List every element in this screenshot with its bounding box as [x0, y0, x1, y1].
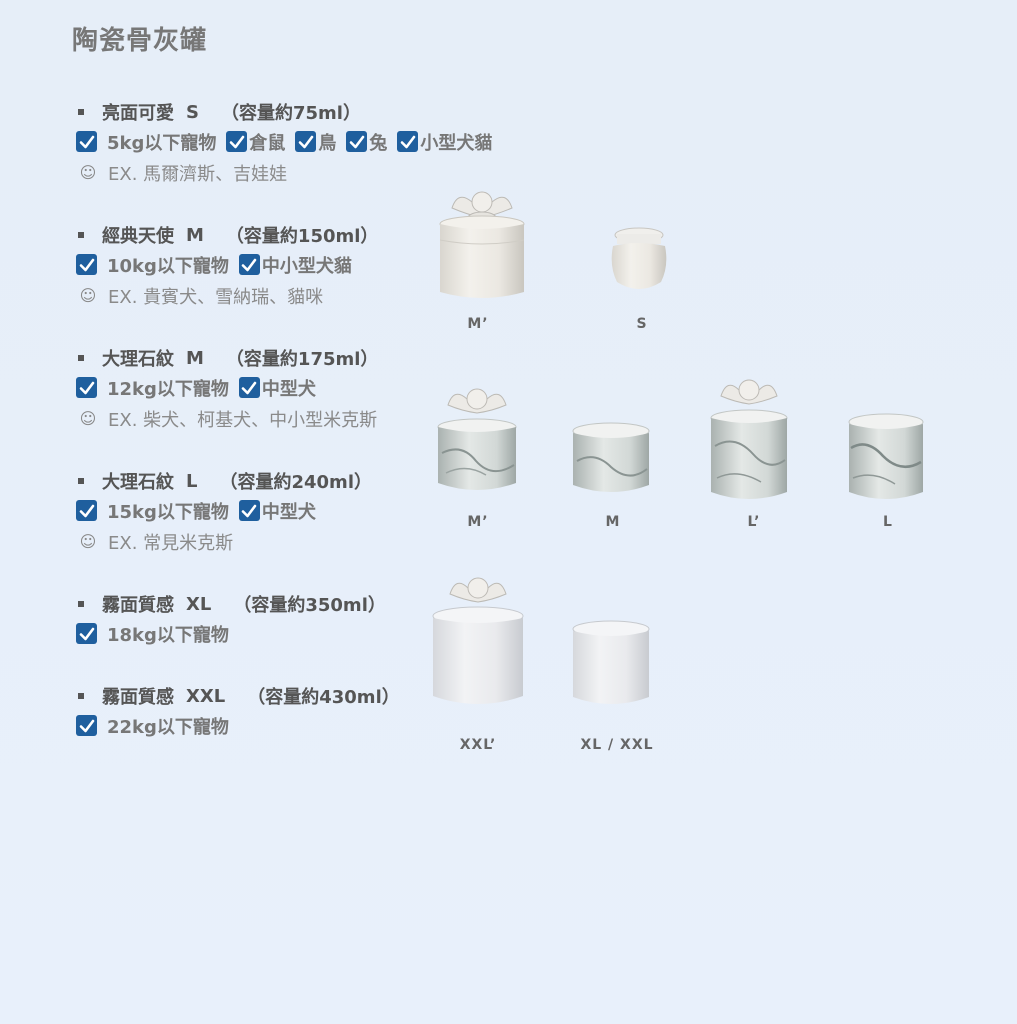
tag: 12kg以下寵物 — [76, 375, 229, 401]
checkbox-checked-icon — [226, 131, 248, 152]
product-size: S — [186, 101, 199, 123]
checkbox-checked-icon — [238, 254, 260, 275]
product-name: 霧面質感 — [102, 687, 174, 708]
page-title: 陶瓷骨灰罐 — [72, 26, 208, 56]
jar-caption: L — [883, 514, 893, 530]
example-text: EX. 馬爾濟斯、吉娃娃 — [108, 163, 288, 185]
jar-image — [847, 412, 925, 504]
tag: 中型犬 — [238, 375, 316, 401]
smile-icon: ☺ — [79, 163, 97, 182]
jar-caption: S — [636, 316, 648, 332]
bullet-icon — [78, 693, 84, 699]
jar-image — [607, 226, 671, 294]
checkbox-checked-icon — [295, 131, 317, 152]
checkbox-checked-icon — [397, 131, 419, 152]
jar-image — [436, 383, 518, 495]
checkbox-checked-icon — [76, 254, 97, 275]
jar-caption: XXL’ — [459, 737, 497, 753]
tag-row: 5kg以下寵物 倉鼠 鳥 兔 小型犬貓 — [76, 126, 492, 157]
jar-image — [571, 619, 651, 709]
tag-row: 10kg以下寵物 中小型犬貓 — [76, 249, 436, 280]
bullet-icon — [78, 232, 84, 238]
jar-image — [438, 188, 526, 303]
smile-icon: ☺ — [79, 409, 97, 428]
tag: 22kg以下寵物 — [76, 713, 229, 739]
example-text: EX. 柴犬、柯基犬、中小型米克斯 — [108, 409, 378, 431]
example-text: EX. 常見米克斯 — [108, 532, 234, 554]
tag-row: 22kg以下寵物 — [76, 710, 436, 741]
product-name: 大理石紋 — [102, 349, 174, 370]
jar-caption: M’ — [467, 316, 489, 332]
tag: 鳥 — [295, 129, 336, 155]
checkbox-checked-icon — [76, 131, 97, 152]
jar-caption: L’ — [747, 514, 761, 530]
tag: 10kg以下寵物 — [76, 252, 229, 278]
checkbox-checked-icon — [238, 377, 260, 398]
bullet-icon — [78, 355, 84, 361]
product-name: 霧面質感 — [102, 595, 174, 616]
product-section: 亮面可愛 S （容量約75ml） 5kg以下寵物 倉鼠 鳥 兔 小型犬貓 ☺ E… — [76, 98, 492, 188]
jar-caption: M — [605, 514, 621, 530]
checkbox-checked-icon — [76, 377, 97, 398]
tag: 15kg以下寵物 — [76, 498, 229, 524]
product-section: 霧面質感 XL （容量約350ml） 18kg以下寵物 — [76, 590, 436, 649]
product-capacity: （容量約350ml） — [233, 595, 386, 616]
jar-image — [571, 421, 651, 497]
section-heading: 亮面可愛 S （容量約75ml） — [76, 98, 436, 126]
product-size: L — [186, 470, 198, 492]
tag: 兔 — [346, 129, 387, 155]
product-capacity: （容量約75ml） — [220, 103, 361, 124]
checkbox-checked-icon — [76, 715, 97, 736]
section-heading: 大理石紋 L （容量約240ml） — [76, 467, 436, 495]
product-name: 經典天使 — [102, 226, 174, 247]
tag-row: 12kg以下寵物 中型犬 — [76, 372, 436, 403]
example-row: ☺ EX. 常見米克斯 — [76, 526, 436, 557]
product-section: 經典天使 M （容量約150ml） 10kg以下寵物 中小型犬貓 ☺ EX. 貴… — [76, 221, 436, 311]
smile-icon: ☺ — [79, 286, 97, 305]
tag-row: 15kg以下寵物 中型犬 — [76, 495, 436, 526]
jar-caption: M’ — [467, 514, 489, 530]
jar-caption: XL / XXL — [580, 737, 654, 753]
product-size: XL — [186, 593, 212, 615]
product-size: M — [186, 347, 204, 369]
product-size: M — [186, 224, 204, 246]
tag: 小型犬貓 — [397, 129, 492, 155]
section-heading: 霧面質感 XXL （容量約430ml） — [76, 682, 436, 710]
smile-icon: ☺ — [79, 532, 97, 551]
product-section: 大理石紋 M （容量約175ml） 12kg以下寵物 中型犬 ☺ EX. 柴犬、… — [76, 344, 436, 434]
example-row: ☺ EX. 馬爾濟斯、吉娃娃 — [76, 157, 436, 188]
tag-row: 18kg以下寵物 — [76, 618, 436, 649]
section-heading: 經典天使 M （容量約150ml） — [76, 221, 436, 249]
product-capacity: （容量約175ml） — [225, 349, 379, 370]
product-capacity: （容量約430ml） — [247, 687, 400, 708]
product-section: 大理石紋 L （容量約240ml） 15kg以下寵物 中型犬 ☺ EX. 常見米… — [76, 467, 436, 557]
tag: 18kg以下寵物 — [76, 621, 229, 647]
section-heading: 霧面質感 XL （容量約350ml） — [76, 590, 436, 618]
tag: 5kg以下寵物 — [76, 129, 216, 155]
angel-figurine-icon — [451, 191, 513, 225]
tag: 中型犬 — [238, 498, 316, 524]
product-name: 大理石紋 — [102, 472, 174, 493]
product-capacity: （容量約150ml） — [225, 226, 379, 247]
checkbox-checked-icon — [238, 500, 260, 521]
jar-image — [709, 374, 789, 504]
example-text: EX. 貴賓犬、雪納瑞、貓咪 — [108, 286, 324, 308]
bullet-icon — [78, 109, 84, 115]
example-row: ☺ EX. 柴犬、柯基犬、中小型米克斯 — [76, 403, 436, 434]
tag: 中小型犬貓 — [238, 252, 352, 278]
product-section: 霧面質感 XXL （容量約430ml） 22kg以下寵物 — [76, 682, 436, 741]
product-size: XXL — [186, 685, 226, 707]
bullet-icon — [78, 601, 84, 607]
checkbox-checked-icon — [76, 623, 97, 644]
jar-image — [430, 570, 526, 710]
product-name: 亮面可愛 — [102, 103, 174, 124]
bullet-icon — [78, 478, 84, 484]
checkbox-checked-icon — [346, 131, 368, 152]
section-heading: 大理石紋 M （容量約175ml） — [76, 344, 436, 372]
example-row: ☺ EX. 貴賓犬、雪納瑞、貓咪 — [76, 280, 436, 311]
tag: 倉鼠 — [226, 129, 285, 155]
checkbox-checked-icon — [76, 500, 97, 521]
product-capacity: （容量約240ml） — [219, 472, 372, 493]
